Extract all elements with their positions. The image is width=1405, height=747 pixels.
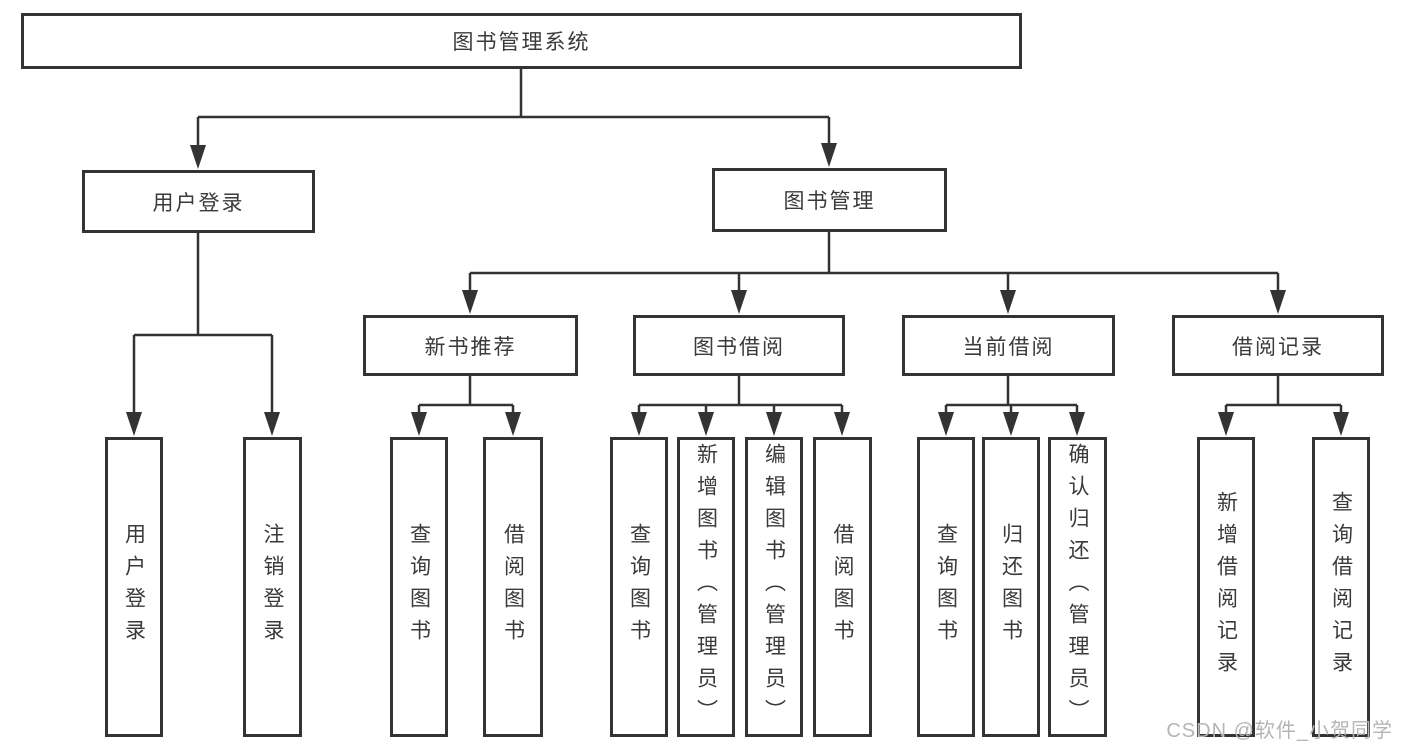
node-borrow-record: 借阅记录 [1172,315,1384,376]
leaf-query-borrow-record: 查询借阅记录 [1312,437,1370,737]
node-borrow-record-label: 借阅记录 [1232,335,1324,359]
leaf-logout: 注销登录 [243,437,302,737]
connector-root [190,69,837,169]
leaf-borrow-books-recommend: 借阅图书 [483,437,543,737]
leaf-query-books-borrow-label: 查询图书 [627,523,651,651]
node-new-book-recommend: 新书推荐 [363,315,578,376]
leaf-add-borrow-record-label: 新增借阅记录 [1214,491,1238,683]
leaf-logout-label: 注销登录 [261,523,284,651]
node-current-borrow-label: 当前借阅 [962,335,1055,359]
leaf-query-books-current: 查询图书 [917,437,975,737]
leaf-return-book: 归还图书 [982,437,1040,737]
leaf-confirm-return-admin-label: 确认归还（管理员） [1066,443,1089,731]
leaf-query-books-recommend-label: 查询图书 [407,523,431,651]
node-book-borrow: 图书借阅 [633,315,845,376]
watermark: CSDN @软件_小贺同学 [1166,720,1393,742]
leaf-add-borrow-record: 新增借阅记录 [1197,437,1255,737]
node-new-book-recommend-label: 新书推荐 [424,335,517,359]
node-root: 图书管理系统 [21,13,1022,69]
connector-user-login [126,233,280,436]
leaf-edit-book-admin: 编辑图书（管理员） [745,437,803,737]
node-book-borrow-label: 图书借阅 [693,335,785,359]
leaf-add-book-admin-label: 新增图书（管理员） [694,443,718,731]
leaf-borrow-books: 借阅图书 [813,437,872,737]
leaf-borrow-books-label: 借阅图书 [831,523,854,651]
leaf-edit-book-admin-label: 编辑图书（管理员） [762,443,786,731]
node-current-borrow: 当前借阅 [902,315,1115,376]
leaf-confirm-return-admin: 确认归还（管理员） [1048,437,1107,737]
leaf-user-login: 用户登录 [105,437,163,737]
node-user-login: 用户登录 [82,170,315,233]
connector-book-management [462,232,1286,314]
node-book-management: 图书管理 [712,168,947,232]
connector-new-book-recommend [411,376,521,436]
leaf-user-login-label: 用户登录 [122,523,146,651]
connector-borrow-record [1218,376,1349,436]
leaf-query-books-recommend: 查询图书 [390,437,448,737]
leaf-query-borrow-record-label: 查询借阅记录 [1329,491,1353,683]
leaf-add-book-admin: 新增图书（管理员） [677,437,735,737]
leaf-borrow-books-recommend-label: 借阅图书 [501,523,525,651]
leaf-return-book-label: 归还图书 [999,523,1023,651]
node-book-management-label: 图书管理 [783,190,876,213]
node-root-label: 图书管理系统 [452,31,591,54]
node-user-login-label: 用户登录 [152,191,245,215]
leaf-query-books-current-label: 查询图书 [934,523,958,651]
connector-current-borrow [938,376,1085,436]
connector-book-borrow [631,376,850,436]
leaf-query-books-borrow: 查询图书 [610,437,668,737]
